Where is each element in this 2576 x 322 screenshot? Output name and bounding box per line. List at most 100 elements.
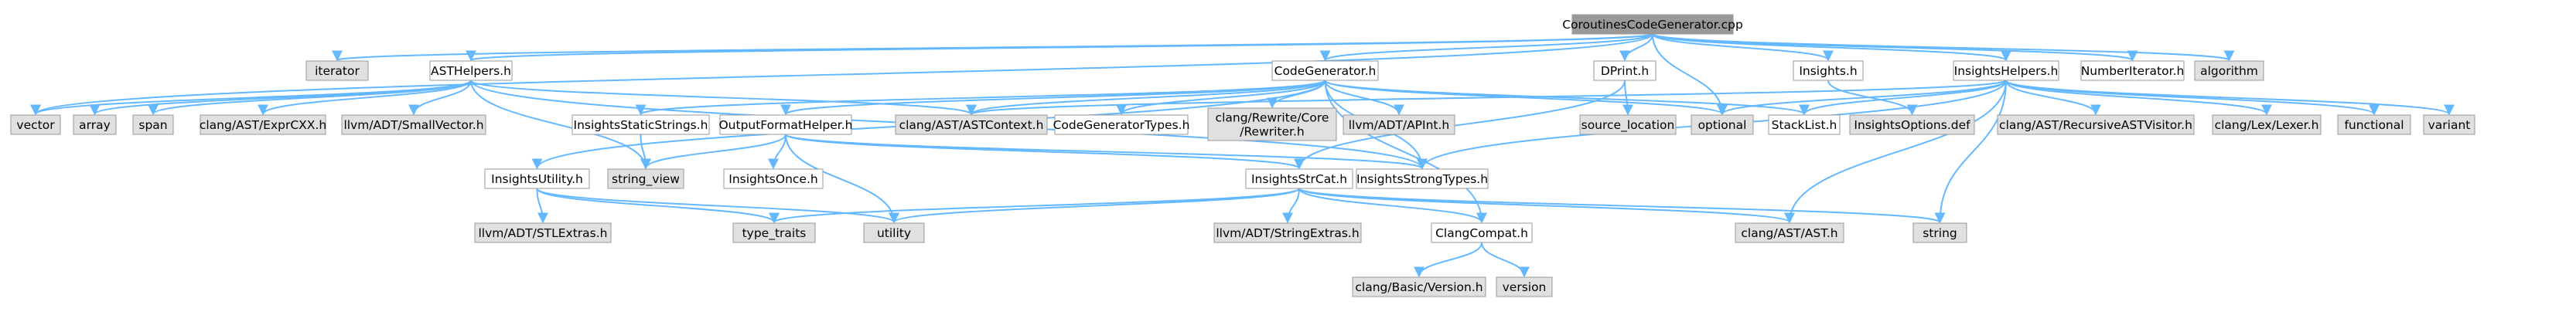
edge-outputformathelper-to-stringview (640, 134, 786, 170)
node-smallvector: llvm/ADT/SmallVector.h (341, 114, 486, 135)
node-vector-box (10, 114, 61, 135)
node-lexer-box (2212, 114, 2322, 135)
edge-insightshelpers-to-optional (1717, 80, 2007, 116)
node-stlextras-label: llvm/ADT/STLExtras.h (478, 226, 607, 240)
edge-codegenerator-to-outputformathelper (780, 80, 1326, 116)
node-stringextras-label: llvm/ADT/StringExtras.h (1216, 226, 1359, 240)
node-insightsstrongtypes-label: InsightsStrongTypes.h (1356, 172, 1488, 186)
node-version-label: version (1503, 280, 1547, 294)
node-asthelpers[interactable]: ASTHelpers.h (429, 60, 513, 81)
node-stacklist[interactable]: StackList.h (1768, 114, 1841, 135)
edge-root-to-optional (1652, 33, 1728, 116)
node-numberiterator[interactable]: NumberIterator.h (2080, 60, 2185, 81)
edge-insightshelpers-to-astcontext (966, 80, 2007, 116)
node-insights-box (1793, 60, 1864, 81)
node-stringview-label: string_view (612, 172, 680, 187)
node-functional: functional (2337, 114, 2411, 135)
edge-root-to-insights (1652, 33, 1834, 62)
node-apint-box (1343, 114, 1455, 135)
edge-dprint-to-insightsstrcat (1294, 80, 1626, 170)
node-insightsutility[interactable]: InsightsUtility.h (484, 168, 590, 189)
edge-codegenerator-to-clangcompat (1324, 80, 1487, 224)
node-dprint-box (1593, 60, 1656, 81)
node-insightshelpers[interactable]: InsightsHelpers.h (1953, 60, 2059, 81)
edge-root-to-numberiterator (1652, 33, 2138, 62)
node-iterator-box (305, 60, 369, 81)
node-codegenerator-box (1271, 60, 1379, 81)
node-insightsstaticstrings-label: InsightsStaticStrings.h (574, 118, 708, 132)
edge-insightsutility-to-utility (536, 188, 899, 224)
edge-insightshelpers-to-variant (2005, 80, 2455, 116)
node-array-label: array (79, 118, 111, 132)
node-span-box (132, 114, 174, 135)
node-span: span (132, 114, 174, 135)
edge-root-to-codegenerator (1319, 33, 1653, 62)
node-exprcxx-box (200, 114, 326, 135)
edge-insightsstrcat-to-asth (1298, 188, 1795, 224)
node-outputformathelper-label: OutputFormatHelper.h (718, 118, 852, 132)
node-version: version (1496, 276, 1553, 297)
node-insightsutility-label: InsightsUtility.h (491, 172, 583, 186)
node-stringextras: llvm/ADT/StringExtras.h (1213, 222, 1362, 243)
node-dprint-label: DPrint.h (1601, 64, 1649, 78)
edge-insightsstrcat-to-clangcompat (1298, 188, 1487, 224)
node-dprint[interactable]: DPrint.h (1593, 60, 1656, 81)
edge-insightsutility-to-stlextras (536, 188, 548, 224)
edge-insightsstrcat-to-typetraits (769, 188, 1300, 224)
edge-dprint-to-sourcelocation (1622, 80, 1633, 116)
edge-insightshelpers-to-functional (2005, 80, 2380, 116)
node-vector-label: vector (16, 118, 55, 132)
node-version-box (1496, 276, 1553, 297)
edge-outputformathelper-to-utility (785, 134, 899, 224)
node-recursivevisitor-box (1997, 114, 2195, 135)
node-insightsoptions-box (1849, 114, 1975, 135)
node-variant-box (2423, 114, 2475, 135)
node-insightsstrongtypes[interactable]: InsightsStrongTypes.h (1356, 168, 1489, 189)
node-insightshelpers-box (1953, 60, 2059, 81)
node-algorithm: algorithm (2194, 60, 2264, 81)
node-algorithm-label: algorithm (2200, 64, 2258, 78)
node-stringview-box (607, 168, 684, 189)
node-clangcompat-box (1431, 222, 1533, 243)
node-asth-label: clang/AST/AST.h (1741, 226, 1837, 240)
node-iterator: iterator (305, 60, 369, 81)
node-insightshelpers-label: InsightsHelpers.h (1954, 64, 2059, 78)
node-outputformathelper[interactable]: OutputFormatHelper.h (718, 114, 853, 135)
node-stringview: string_view (607, 168, 684, 189)
node-codegenerator[interactable]: CodeGenerator.h (1271, 60, 1379, 81)
node-stringextras-box (1213, 222, 1362, 243)
node-utility-label: utility (877, 226, 911, 240)
node-array: array (73, 114, 117, 135)
node-root[interactable]: CoroutinesCodeGenerator.cpp (1562, 14, 1743, 35)
edge-codegenerator-to-astcontext (966, 80, 1326, 116)
edge-asthelpers-to-stringview (470, 80, 651, 170)
edge-asthelpers-to-exprcxx (258, 80, 472, 116)
node-clangcompat[interactable]: ClangCompat.h (1431, 222, 1533, 243)
node-insightsstrcat[interactable]: InsightsStrCat.h (1245, 168, 1353, 189)
node-codegeneratortypes[interactable]: CodeGeneratorTypes.h (1053, 114, 1190, 135)
node-exprcxx-label: clang/AST/ExprCXX.h (200, 118, 326, 132)
edge-root-to-vector (30, 33, 1653, 116)
node-sourcelocation-label: source_location (1581, 118, 1675, 133)
node-insightsoptions-label: InsightsOptions.def (1854, 118, 1970, 132)
node-rewriter: clang/Rewrite/Core/Rewriter.h (1207, 107, 1337, 141)
edge-asthelpers-to-span (148, 80, 472, 116)
node-insightsstaticstrings[interactable]: InsightsStaticStrings.h (571, 114, 710, 135)
node-astcontext: clang/AST/ASTContext.h (895, 114, 1048, 135)
edge-codegenerator-to-codegeneratortypes (1116, 80, 1326, 116)
edge-root-to-insightshelpers (1652, 33, 2011, 62)
node-insights[interactable]: Insights.h (1793, 60, 1864, 81)
node-insightsstrcat-label: InsightsStrCat.h (1251, 172, 1347, 186)
node-string: string (1912, 222, 1967, 243)
node-basicversion: clang/Basic/Version.h (1352, 276, 1486, 297)
node-asth: clang/AST/AST.h (1735, 222, 1844, 243)
node-utility-box (863, 222, 925, 243)
node-insightsonce[interactable]: InsightsOnce.h (723, 168, 824, 189)
node-astcontext-label: clang/AST/ASTContext.h (899, 118, 1044, 132)
edge-asthelpers-to-vector (30, 80, 472, 116)
node-codegeneratortypes-label: CodeGeneratorTypes.h (1053, 118, 1190, 132)
node-insightsutility-box (484, 168, 590, 189)
node-stlextras: llvm/ADT/STLExtras.h (474, 222, 612, 243)
edge-insightshelpers-to-asth (1784, 80, 2007, 224)
